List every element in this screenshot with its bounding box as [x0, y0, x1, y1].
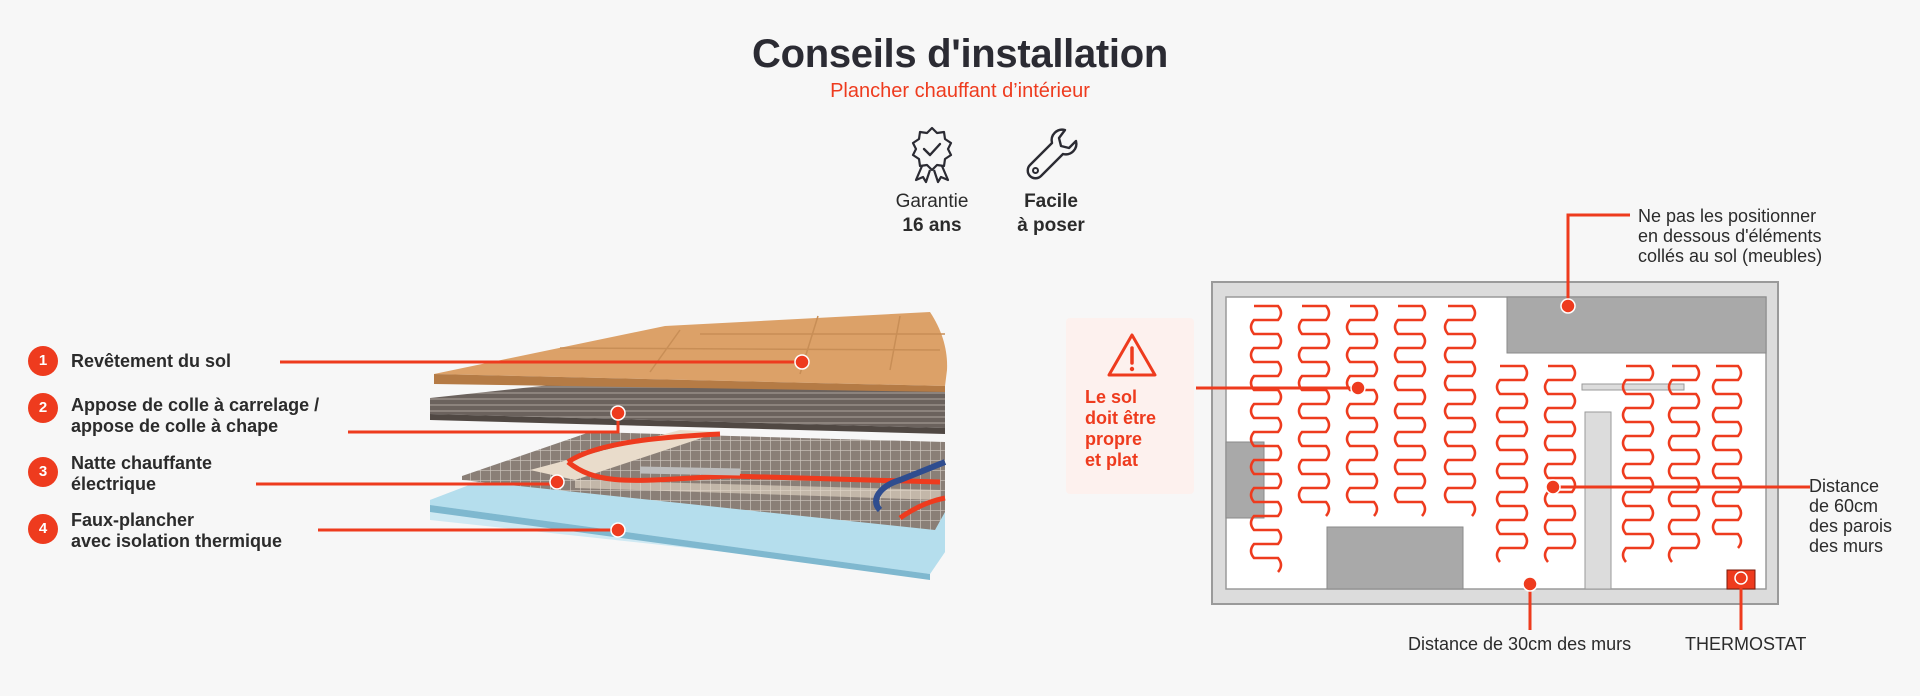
heating-cable-loop [1621, 364, 1655, 563]
page-subtitle: Plancher chauffant d’intérieur [830, 80, 1090, 102]
heating-cable-loop [1297, 304, 1331, 517]
warranty-label: Garantie [895, 191, 969, 212]
note-furniture: Ne pas les positionner en dessous d'élém… [1638, 206, 1823, 266]
page-title: Conseils d'installation [751, 32, 1168, 76]
legend-label: Appose de colle à carrelage / appose de … [71, 395, 320, 436]
legend-label: Faux-plancher avec isolation thermique [71, 510, 283, 551]
heating-cable-loop [1443, 304, 1477, 517]
wrench-icon [1026, 128, 1078, 180]
heating-cable-loop [1495, 364, 1529, 563]
heating-cable-loop [1711, 364, 1743, 549]
furniture-block-top [1506, 296, 1767, 354]
note-60cm: Distance de 60cm des parois des murs [1809, 476, 1893, 556]
warranty-value: 16 ans [902, 215, 962, 236]
heating-cable-loop [1543, 364, 1577, 563]
warning-box [1066, 318, 1194, 494]
interior-wall [1584, 411, 1612, 590]
adhesive-layer [430, 384, 945, 434]
legend-badge: 1 [28, 346, 58, 376]
legend-badge: 3 [28, 457, 58, 487]
easy-install-line2: à poser [1017, 215, 1085, 236]
legend-leader-dots [549, 354, 810, 538]
heating-cable-loop [1249, 304, 1283, 573]
feature-warranty: Garantie 16 ans [862, 124, 1002, 238]
heating-cable-loop [1667, 364, 1701, 563]
legend-badge: 4 [28, 514, 58, 544]
feature-easy-install: Facile à poser [981, 124, 1121, 238]
room-plan [1211, 281, 1779, 605]
plan-leader-dots [1350, 298, 1748, 592]
furniture-block-bottom [1326, 526, 1464, 590]
award-badge-icon [911, 126, 953, 184]
plan-leaders [1196, 213, 1810, 630]
heating-cable-loop [1393, 304, 1427, 517]
heating-cable-loop [1345, 304, 1379, 517]
easy-install-line1: Facile [1024, 191, 1078, 212]
warning-text: Le sol doit être propre et plat [1085, 387, 1157, 470]
legend-leaders [256, 360, 802, 532]
heating-mat-layer [462, 430, 947, 530]
legend-badge: 2 [28, 393, 58, 423]
tile-layer [434, 312, 948, 392]
note-thermostat: THERMOSTAT [1685, 634, 1807, 654]
legend-label: Revêtement du sol [71, 351, 232, 371]
warning-triangle-icon [1107, 333, 1157, 377]
legend-label: Natte chauffante électrique [71, 453, 213, 494]
furniture-block-left [1225, 441, 1265, 519]
note-30cm: Distance de 30cm des murs [1408, 634, 1632, 654]
